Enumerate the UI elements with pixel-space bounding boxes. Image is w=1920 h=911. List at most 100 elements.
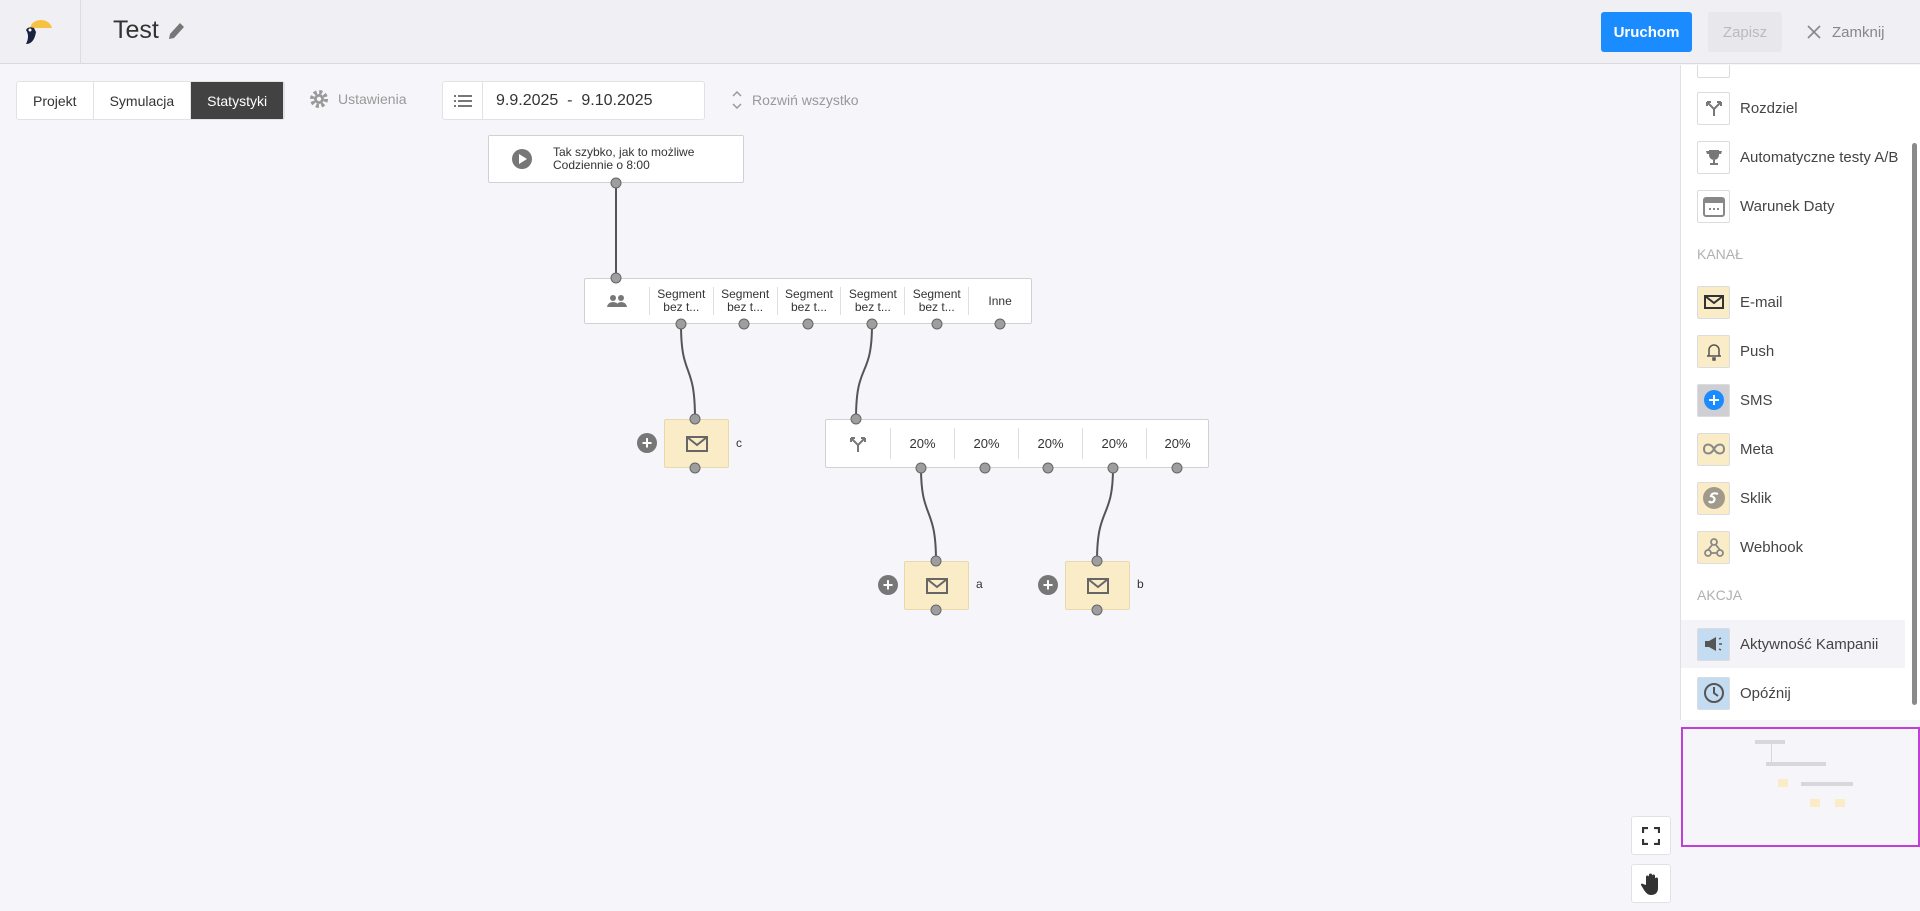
megaphone-icon [1697,627,1730,661]
split-icon [826,428,890,459]
palette-item-ab-tests[interactable]: Automatyczne testy A/B [1681,133,1905,181]
settings-button[interactable]: Ustawienia [308,88,406,110]
settings-label: Ustawienia [338,91,407,107]
edit-pencil-icon[interactable] [166,20,186,42]
close-label: Zamknij [1832,23,1885,41]
node-palette-sidebar: Rozdziel Automatyczne testy A/B Warunek … [1680,65,1920,720]
connection-line [680,323,696,420]
tab-projekt[interactable]: Projekt [17,82,94,119]
segment-branch[interactable]: Segment bez t... [776,287,841,315]
pan-mode-button[interactable] [1631,864,1671,903]
view-tabs: Projekt Symulacja Statystyki [16,81,286,120]
segment-branch[interactable]: Segment bez t... [712,287,777,315]
palette-item-label: Meta [1740,440,1774,458]
connection-line [920,467,937,562]
channel-section-header: KANAŁ [1697,246,1743,262]
save-button[interactable]: Zapisz [1708,12,1782,52]
action-section-header: AKCJA [1697,587,1743,603]
segment-branch[interactable]: Segment bez t... [904,287,968,315]
header-divider [80,0,81,64]
palette-item-sms[interactable]: SMS [1681,376,1905,424]
page-title: Test [113,16,159,44]
expand-chevrons-icon [732,90,742,110]
toucan-logo[interactable] [22,18,56,46]
palette-item-label: Warunek Daty [1740,197,1835,215]
minimap-preview [1755,740,1853,807]
palette-item-label: Rozdziel [1740,99,1798,117]
fullscreen-icon [1642,826,1660,845]
top-header: Test Uruchom Zapisz Zamknij [0,0,1920,64]
meta-icon [1697,432,1730,466]
sklik-icon [1697,481,1730,515]
expand-all-button[interactable]: Rozwiń wszystko [732,90,859,110]
tab-statystyki[interactable]: Statystyki [191,82,285,119]
list-icon[interactable] [443,82,483,119]
gear-icon [310,90,328,108]
segment-node[interactable]: Segment bez t... Segment bez t... Segmen… [584,278,1032,324]
run-button[interactable]: Uruchom [1601,12,1692,52]
palette-item-split[interactable]: Rozdziel [1681,84,1905,132]
close-button[interactable]: Zamknij [1806,12,1906,52]
date-range-value: 9.9.2025 - 9.10.2025 [496,91,653,109]
palette-item-label: Sklik [1740,489,1772,507]
add-node-button[interactable]: + [1038,575,1058,595]
email-node-label: b [1137,577,1144,591]
segment-branch-other[interactable]: Inne [968,287,1031,315]
bell-icon [1697,334,1730,368]
connection-line [1096,467,1114,562]
palette-item-label: Aktywność Kampanii [1740,635,1879,653]
email-node-label: a [976,577,983,591]
start-schedule: Tak szybko, jak to możliwe [553,145,695,159]
email-node[interactable] [664,419,729,468]
palette-item-partial[interactable] [1681,65,1905,85]
minimap[interactable] [1681,727,1920,847]
add-circle-icon [1697,383,1730,417]
palette-item-campaign-activity[interactable]: Aktywność Kampanii [1681,620,1905,668]
trophy-icon [1697,140,1730,174]
palette-item-date-condition[interactable]: Warunek Daty [1681,182,1905,230]
expand-all-label: Rozwiń wszystko [752,92,859,108]
clock-icon [1697,676,1730,710]
add-node-button[interactable]: + [878,575,898,595]
close-icon [1807,25,1821,39]
palette-item-webhook[interactable]: Webhook [1681,523,1905,571]
palette-item-delay[interactable]: Opóźnij [1681,669,1905,717]
palette-item-push[interactable]: Push [1681,327,1905,375]
split-branch[interactable]: 20% [1082,428,1146,459]
split-icon [1697,91,1730,125]
palette-item-label: Opóźnij [1740,684,1791,702]
add-node-button[interactable]: + [637,433,657,453]
segment-branch[interactable]: Segment bez t... [648,287,713,315]
start-node[interactable]: Tak szybko, jak to możliwe Codziennie o … [488,135,744,183]
tab-symulacja[interactable]: Symulacja [94,82,192,119]
start-time: Codziennie o 8:00 [553,158,650,172]
email-node[interactable] [904,561,969,610]
palette-item-label: E-mail [1740,293,1783,311]
palette-item-email[interactable]: E-mail [1681,278,1905,326]
mail-icon [1086,577,1109,594]
calendar-icon [1697,189,1730,223]
segment-branch[interactable]: Segment bez t... [840,287,904,315]
grid-icon [1697,65,1730,78]
date-range-picker[interactable]: 9.9.2025 - 9.10.2025 [442,81,705,120]
split-node[interactable]: 20% 20% 20% 20% 20% [825,419,1209,468]
people-icon [585,287,649,315]
webhook-icon [1697,530,1730,564]
mail-icon [1697,285,1730,319]
mail-icon [925,577,948,594]
split-branch[interactable]: 20% [1018,428,1082,459]
palette-item-sklik[interactable]: Sklik [1681,474,1905,522]
connections-layer [615,183,1114,562]
email-node-label: c [736,436,742,450]
hand-icon [1640,873,1658,895]
fit-screen-button[interactable] [1631,816,1671,855]
palette-item-meta[interactable]: Meta [1681,425,1905,473]
sidebar-scrollbar[interactable] [1912,143,1917,705]
email-node[interactable] [1065,561,1130,610]
split-branch[interactable]: 20% [954,428,1018,459]
mail-icon [685,435,708,452]
split-branch[interactable]: 20% [890,428,954,459]
split-branch[interactable]: 20% [1146,428,1208,459]
palette-item-label: Push [1740,342,1775,360]
play-icon [512,149,532,169]
